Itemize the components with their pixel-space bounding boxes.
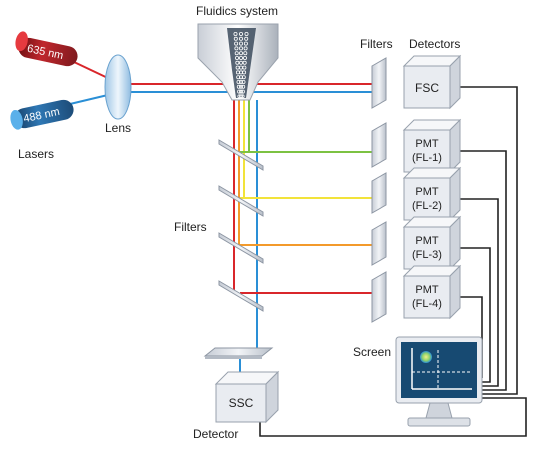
cell-dot xyxy=(243,41,248,46)
cell-dot xyxy=(244,32,249,37)
box-front xyxy=(403,129,451,173)
box-side xyxy=(449,166,461,222)
cell-dot xyxy=(237,89,242,94)
filter-plate-icon xyxy=(371,122,387,168)
pmt-detector-icon: PMT (FL-3) xyxy=(402,215,462,271)
box-side xyxy=(449,264,461,320)
cell-dot xyxy=(234,51,239,56)
lens-icon xyxy=(104,54,132,120)
cell-dot xyxy=(233,32,238,37)
screen-monitor-icon xyxy=(395,336,483,427)
detector-filters xyxy=(371,57,387,323)
filter-plate-icon xyxy=(371,221,387,266)
dichroic-mirror-icon xyxy=(218,139,264,171)
cell-dot xyxy=(238,80,243,85)
screen-label: Screen xyxy=(353,345,391,359)
cell-dot xyxy=(238,75,243,80)
pmt-detector-icon: PMT (FL-4) xyxy=(402,264,462,320)
filters-label: Filters xyxy=(174,220,207,234)
cell-dot xyxy=(238,51,243,56)
signal-cable xyxy=(460,247,491,383)
filter-plate-icon xyxy=(371,172,387,214)
fsc-label: FSC xyxy=(415,81,439,95)
cell-dot xyxy=(236,80,241,85)
cell-dot xyxy=(234,41,239,46)
box-front xyxy=(403,65,451,109)
cell-dot xyxy=(238,56,243,61)
cell-dot xyxy=(242,70,247,75)
box-front xyxy=(403,177,451,221)
cell-dot xyxy=(238,89,243,94)
cell-dot xyxy=(238,36,243,41)
cell-dot xyxy=(234,46,239,51)
signal-cable xyxy=(460,86,518,395)
dichroic-mirror-icon xyxy=(218,232,264,264)
cell-dot xyxy=(243,46,248,51)
lasers-label: Lasers xyxy=(18,147,54,161)
pmt-detector-icon: PMT (FL-1) xyxy=(402,118,462,174)
fsc-detector-icon: FSC xyxy=(402,54,462,110)
ssc-label: SSC xyxy=(229,396,254,410)
pmt-label-line1: PMT xyxy=(415,138,439,150)
pmt-detector-icon: PMT (FL-2) xyxy=(402,166,462,222)
cell-dot xyxy=(235,60,240,65)
cell-dot xyxy=(240,89,245,94)
box-front xyxy=(403,226,451,270)
cell-stream xyxy=(233,32,249,99)
pmt-label-line2: (FL-4) xyxy=(412,298,442,310)
detectors-header: Detectors xyxy=(409,37,460,51)
cell-dot xyxy=(235,56,240,61)
ssc-filter-icon xyxy=(203,347,274,359)
pmt-label-line1: PMT xyxy=(415,284,439,296)
dichroic-mirror-icon xyxy=(218,280,264,312)
filter-plate-icon xyxy=(371,271,387,323)
lens-label: Lens xyxy=(105,121,131,135)
filters-header: Filters xyxy=(360,37,393,51)
pmt-label-line1: PMT xyxy=(415,186,439,198)
cell-dot xyxy=(238,32,243,37)
cell-dot xyxy=(238,84,243,89)
cell-dot xyxy=(241,80,246,85)
cell-dot xyxy=(240,94,245,99)
cell-dot xyxy=(238,60,243,65)
box-side xyxy=(449,54,461,110)
cell-dot xyxy=(244,36,249,41)
cell-dot xyxy=(238,46,243,51)
ssc-signal-cable xyxy=(259,397,527,437)
fluidics-title: Fluidics system xyxy=(196,4,278,18)
dichroic-filters xyxy=(218,139,264,312)
cell-dot xyxy=(242,65,247,70)
box-front xyxy=(403,275,451,319)
cell-dot xyxy=(242,60,247,65)
pmt-label-line2: (FL-2) xyxy=(412,200,442,212)
pmt-label-line2: (FL-3) xyxy=(412,249,442,261)
laser-635-icon: 635 nm xyxy=(15,31,78,67)
pmt-label-line2: (FL-1) xyxy=(412,152,442,164)
ssc-detector-icon: SSC xyxy=(214,370,280,424)
cell-dot xyxy=(233,36,238,41)
cell-dot xyxy=(236,75,241,80)
detector-boxes: FSC PMT (FL-1) PMT (FL-2) PMT (FL-3) PMT (FL-4) S… xyxy=(214,54,462,424)
signal-cable xyxy=(460,150,507,391)
cell-dot xyxy=(236,84,241,89)
dichroic-mirror-icon xyxy=(218,185,264,217)
cell-dot xyxy=(238,41,243,46)
detector-label: Detector xyxy=(193,427,238,441)
pmt-label-line1: PMT xyxy=(415,235,439,247)
cell-dot xyxy=(242,56,247,61)
cell-dot xyxy=(243,51,248,56)
laser-488-icon: 488 nm xyxy=(10,99,74,130)
fluidics-nozzle-icon xyxy=(197,23,279,101)
box-side xyxy=(449,215,461,271)
signal-cable xyxy=(460,198,499,387)
box-front xyxy=(215,383,267,423)
filter-plate-icon xyxy=(371,57,387,109)
cell-dot xyxy=(241,84,246,89)
signal-cables xyxy=(259,86,527,437)
cell-dot xyxy=(241,75,246,80)
box-side xyxy=(449,118,461,174)
cell-dot xyxy=(238,94,243,99)
